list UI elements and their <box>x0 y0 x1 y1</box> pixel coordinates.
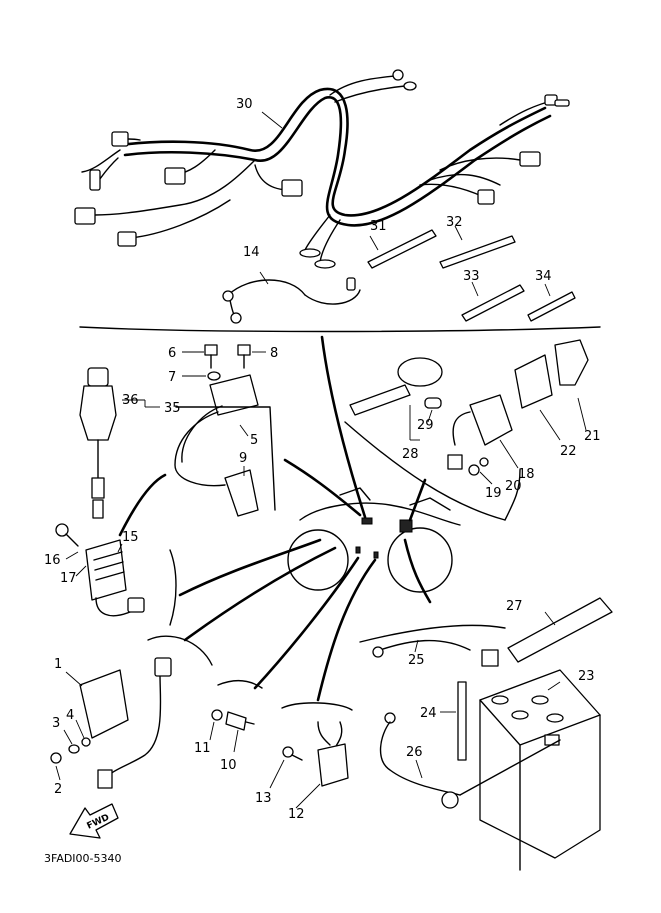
section-bracket-battery <box>359 624 506 643</box>
callout-13: 13 <box>255 791 272 806</box>
vehicle-outline <box>287 487 461 593</box>
ignition-coil <box>174 344 276 517</box>
callout-9: 9 <box>239 451 247 466</box>
callout-16: 16 <box>44 553 61 568</box>
callout-12: 12 <box>288 807 305 822</box>
callout-7: 7 <box>168 370 176 385</box>
cable-bands <box>367 229 576 322</box>
callout-31: 31 <box>370 219 387 234</box>
breather-pipe <box>457 681 467 761</box>
callout-3: 3 <box>52 716 60 731</box>
section-bracket-top <box>79 326 601 333</box>
callout-26: 26 <box>406 745 423 760</box>
rectifier-regulator <box>55 523 145 617</box>
callout-28: 28 <box>402 447 419 462</box>
callout-labels: 30 31 32 33 34 14 6 7 8 5 9 36 35 15 16 … <box>44 97 601 865</box>
callout-36: 36 <box>122 393 139 408</box>
lead-wire <box>222 277 361 324</box>
callout-2: 2 <box>54 782 62 797</box>
callout-21: 21 <box>584 429 601 444</box>
callout-24: 24 <box>420 706 437 721</box>
section-bracket-cdi <box>147 635 213 666</box>
sensor <box>211 709 255 731</box>
callout-11: 11 <box>194 741 211 756</box>
battery-leads <box>372 639 561 809</box>
callout-8: 8 <box>270 346 278 361</box>
section-bracket-left <box>169 549 177 626</box>
reference-lines <box>118 335 432 702</box>
callout-14: 14 <box>243 245 260 260</box>
battery-band <box>507 597 613 663</box>
callout-33: 33 <box>463 269 480 284</box>
cdi-unit <box>50 657 172 789</box>
leader-lines <box>55 111 587 809</box>
callout-17: 17 <box>60 571 77 586</box>
callout-5: 5 <box>250 433 258 448</box>
callout-20: 20 <box>505 479 522 494</box>
wire-harness <box>74 69 570 269</box>
callout-10: 10 <box>220 758 237 773</box>
section-bracket-switch <box>281 702 353 711</box>
main-switch <box>79 367 117 519</box>
callout-32: 32 <box>446 215 463 230</box>
section-bracket-sensor <box>217 680 263 689</box>
callout-35: 35 <box>164 401 181 416</box>
callout-22: 22 <box>560 444 577 459</box>
callout-29: 29 <box>417 418 434 433</box>
callout-19: 19 <box>485 486 502 501</box>
callout-25: 25 <box>408 653 425 668</box>
diagram-code: 3FADI00-5340 <box>44 852 122 865</box>
neutral-switch <box>282 721 349 787</box>
callout-30: 30 <box>236 97 253 112</box>
callout-23: 23 <box>578 669 595 684</box>
callout-34: 34 <box>535 269 552 284</box>
fwd-arrow-icon: FWD <box>69 803 119 839</box>
callout-18: 18 <box>518 467 535 482</box>
callout-4: 4 <box>66 708 74 723</box>
callout-1: 1 <box>54 657 62 672</box>
callout-15: 15 <box>122 530 139 545</box>
battery <box>479 669 601 871</box>
relay-group <box>344 339 589 521</box>
callout-27: 27 <box>506 599 523 614</box>
callout-6: 6 <box>168 346 176 361</box>
